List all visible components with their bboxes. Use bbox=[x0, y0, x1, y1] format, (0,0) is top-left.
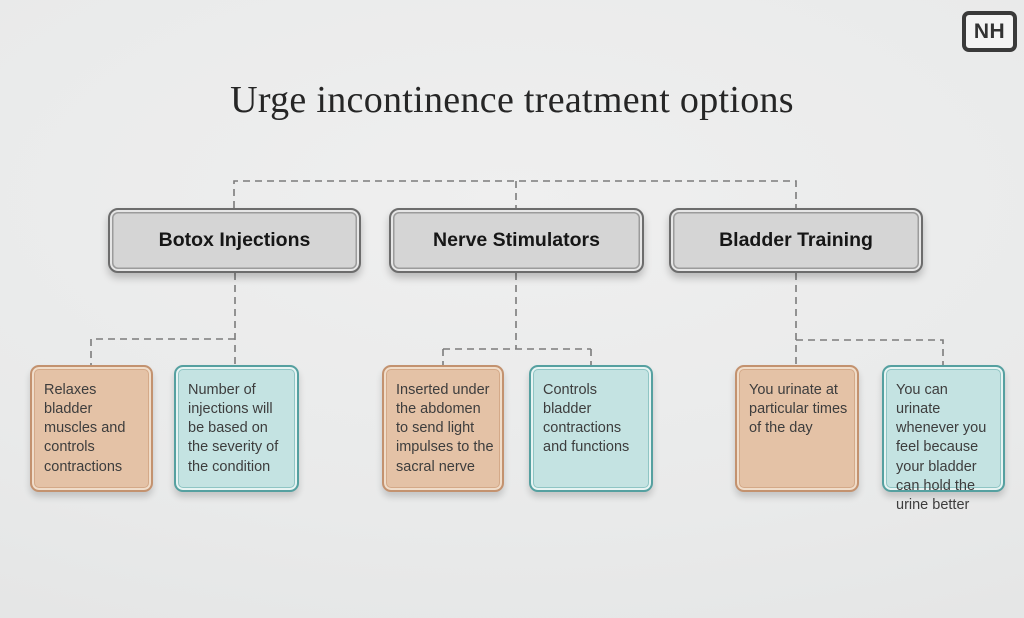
connector-bladder-group bbox=[795, 273, 944, 365]
child-text: Inserted under the abdomen to send light… bbox=[396, 382, 494, 475]
child-text: Controls bladder contractions and functi… bbox=[543, 382, 630, 456]
child-botox-detail-1: Relaxes bladder muscles and controls con… bbox=[30, 365, 153, 492]
child-nerve-detail-1: Inserted under the abdomen to send light… bbox=[382, 365, 504, 492]
connector-botox-group bbox=[90, 273, 236, 365]
node-label: Nerve Stimulators bbox=[433, 229, 600, 251]
node-botox-injections: Botox Injections bbox=[108, 208, 361, 273]
child-botox-detail-2: Number of injections will be based on th… bbox=[174, 365, 299, 492]
child-nerve-detail-2: Controls bladder contractions and functi… bbox=[529, 365, 653, 492]
node-bladder-training: Bladder Training bbox=[669, 208, 923, 273]
nh-logo-text: NH bbox=[973, 20, 1006, 43]
child-bladder-detail-2: You can urinate whenever you feel becaus… bbox=[882, 365, 1005, 513]
child-bladder-detail-1: You urinate at particular times of the d… bbox=[735, 365, 859, 492]
connector-top-row bbox=[233, 180, 797, 208]
node-nerve-stimulators: Nerve Stimulators bbox=[389, 208, 644, 273]
nh-logo: NH bbox=[962, 11, 1017, 52]
node-label: Botox Injections bbox=[158, 229, 311, 251]
page-title: Urge incontinence treatment options bbox=[230, 79, 794, 121]
child-text: Relaxes bladder muscles and controls con… bbox=[44, 382, 126, 475]
node-label: Bladder Training bbox=[719, 229, 873, 251]
child-text: Number of injections will be based on th… bbox=[188, 382, 279, 475]
child-text: You can urinate whenever you feel becaus… bbox=[896, 382, 987, 513]
connector-nerve-group bbox=[442, 273, 592, 365]
child-text: You urinate at particular times of the d… bbox=[749, 382, 848, 437]
